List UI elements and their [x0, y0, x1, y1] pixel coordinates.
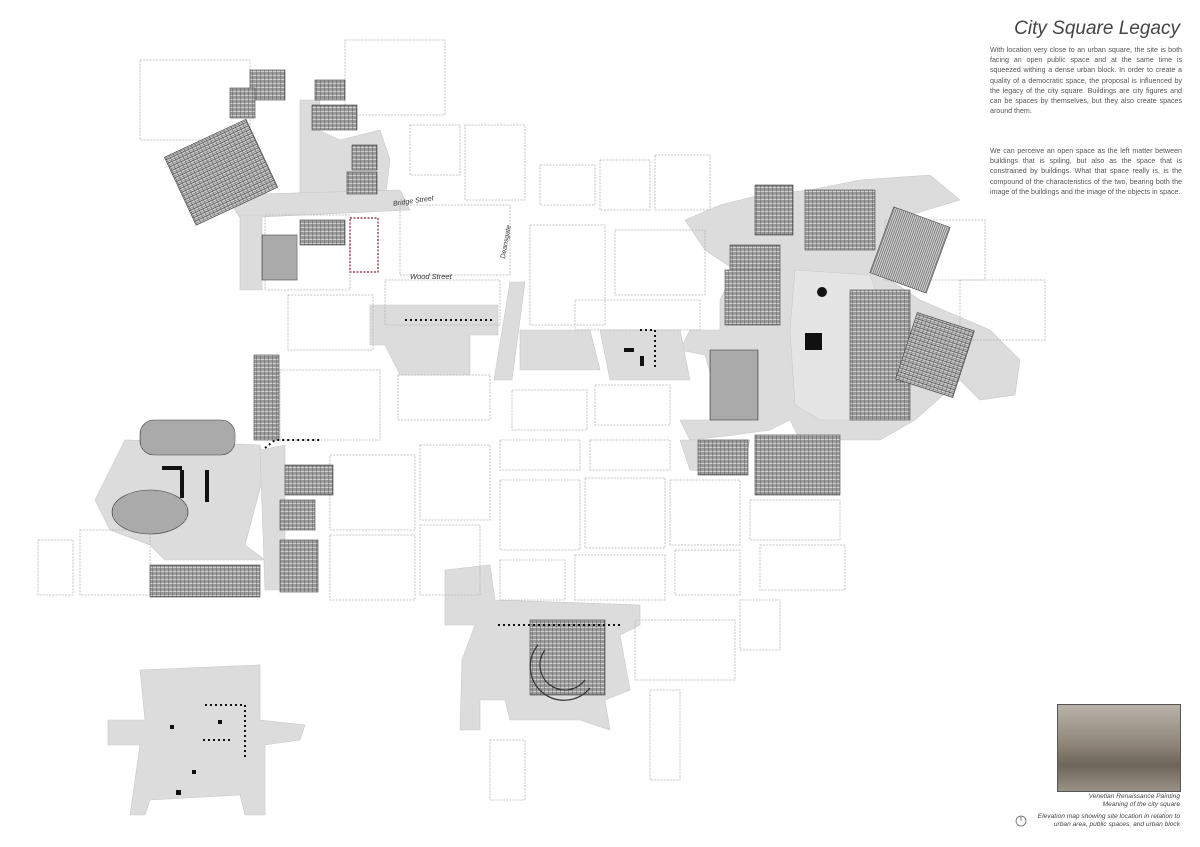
site-boundary [349, 217, 379, 273]
painting-meaning-caption: Meaning of the city square [1102, 801, 1180, 808]
intro-paragraph: With location very close to an urban squ… [990, 46, 1182, 116]
venetian-painting-image [1057, 704, 1181, 792]
amphitheatre [529, 644, 591, 701]
square-objects [162, 287, 827, 795]
north-arrow-icon [1015, 815, 1027, 827]
building-elevations [111, 69, 975, 696]
painting-title-caption: Venetian Renaissance Painting [1088, 793, 1180, 800]
page-title: City Square Legacy [1014, 18, 1180, 39]
map-caption-line-1: Elevation map showing site location in r… [1037, 813, 1180, 820]
urban-blocks [37, 39, 1046, 801]
public-edge-dots [200, 319, 656, 760]
street-label-wood: Wood Street [410, 272, 452, 281]
map-caption-line-2: urban area, public spaces, and urban blo… [1053, 821, 1180, 828]
space-paragraph: We can perceive an open space as the lef… [990, 147, 1182, 196]
